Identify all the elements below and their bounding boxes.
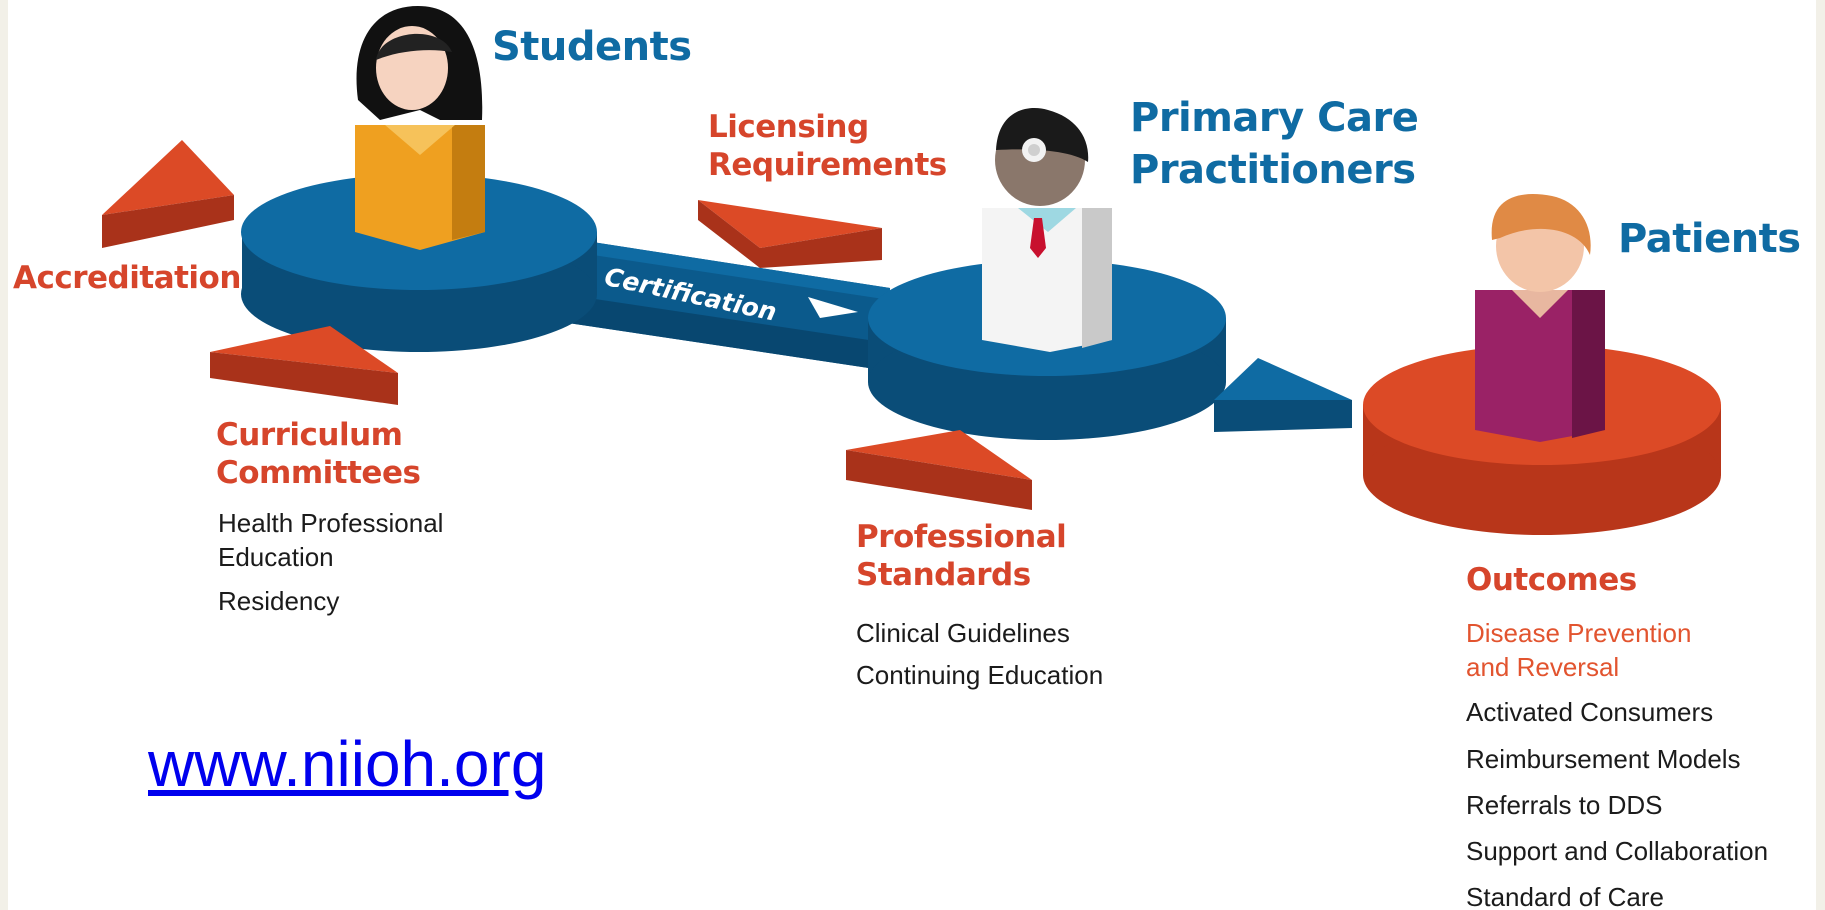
outcomes-title: Outcomes <box>1466 562 1637 598</box>
certification-bridge <box>548 237 890 370</box>
outcome-item-reimbursement-models: Reimbursement Models <box>1466 744 1741 774</box>
outcome-item-support-collaboration: Support and Collaboration <box>1466 836 1769 866</box>
accreditation-arrow-icon <box>102 140 234 248</box>
website-link[interactable]: www.niioh.org <box>148 728 547 800</box>
outcome-item-activated-consumers: Activated Consumers <box>1466 697 1714 727</box>
licensing-arrow-icon <box>698 200 882 268</box>
outcome-item-referrals: Referrals to DDS <box>1466 790 1663 820</box>
primary-care-label: Primary Care Practitioners <box>1130 95 1419 193</box>
patient-figure-icon <box>1475 194 1605 442</box>
curriculum-title: Curriculum Committees <box>216 417 421 491</box>
patients-arrow-icon <box>1214 358 1352 432</box>
student-figure-icon <box>355 6 485 250</box>
outcome-item-standard-of-care: Standard of Care <box>1466 882 1665 910</box>
left-border-strip <box>0 0 8 910</box>
curriculum-arrow-icon <box>210 326 398 405</box>
licensing-label: Licensing Requirements <box>708 109 947 183</box>
professional-item-continuing-education: Continuing Education <box>856 660 1104 690</box>
doctor-figure-icon <box>982 108 1112 352</box>
right-border-strip <box>1816 0 1825 910</box>
patients-label: Patients <box>1618 216 1801 262</box>
professional-standards-title: Professional Standards <box>856 519 1067 593</box>
professional-arrow-icon <box>846 430 1032 510</box>
curriculum-item-residency: Residency <box>218 586 340 616</box>
students-label: Students <box>492 24 692 70</box>
outcomes-subtitle: Disease Prevention and Reversal <box>1466 618 1692 682</box>
certification-arrowhead-icon <box>808 297 858 318</box>
curriculum-item-health-education: Health Professional Education <box>218 508 444 572</box>
professional-item-clinical-guidelines: Clinical Guidelines <box>856 618 1070 648</box>
accreditation-label: Accreditation <box>13 260 241 296</box>
